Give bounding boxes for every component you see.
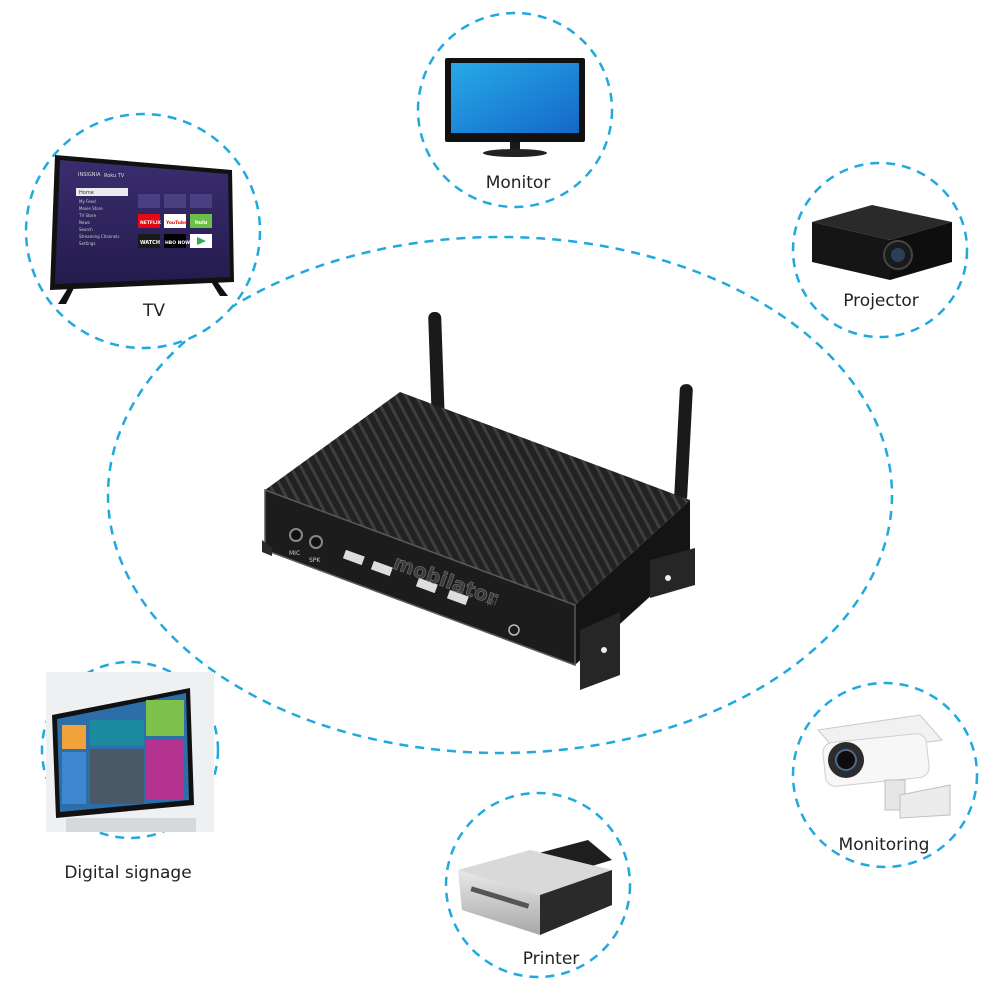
mount-hole <box>601 647 607 653</box>
tv-tile-label: HBO NOW <box>165 240 190 246</box>
tv-tile <box>164 194 186 208</box>
tv-tile-label: YouTube <box>165 220 187 226</box>
tv-tile-hulu <box>190 214 212 228</box>
usb-port[interactable] <box>342 549 365 566</box>
mini-pc: MIC SPK mobilator .pl <box>262 311 695 690</box>
tv-icon: INSIGNIA Roku TV Home My Feed Movie Stor… <box>50 155 234 304</box>
signage-panel-orange <box>62 725 86 749</box>
mic-label: MIC <box>289 550 300 557</box>
signage-floor <box>66 818 196 832</box>
usb-ports <box>342 549 469 606</box>
printer-front <box>458 870 540 935</box>
tv-tile <box>138 194 160 208</box>
monitor-neck <box>510 142 520 150</box>
tv-leg-right <box>210 280 228 296</box>
monitor-icon <box>445 58 585 157</box>
tv-tile-label: WATCH <box>140 240 160 246</box>
projector-icon <box>812 205 952 280</box>
monitor-label: Monitor <box>486 173 551 193</box>
signage-label: Digital signage <box>64 863 191 883</box>
tv-tile-watch <box>138 234 160 248</box>
signage-panel-teal <box>90 720 144 746</box>
tv-menu-item: Streaming Channels <box>79 234 119 239</box>
usb-port[interactable] <box>370 560 393 577</box>
tv-tile-label: NETFLIX <box>140 220 162 226</box>
power-button[interactable] <box>508 624 520 636</box>
tv-tile-youtube <box>164 214 186 228</box>
tv-tile-hbo <box>164 234 186 248</box>
tv-menu-item: My Feed <box>79 199 96 204</box>
tv-menu-item: Movie Store <box>79 206 103 211</box>
usb-port[interactable] <box>415 577 438 594</box>
camera-icon <box>817 714 951 819</box>
projector-label: Projector <box>843 291 919 311</box>
printer-icon <box>458 840 612 935</box>
camera-lens <box>835 749 857 771</box>
printer-top <box>458 850 612 895</box>
mini-pc-brand-suffix: .pl <box>483 594 498 609</box>
monitor-screen <box>451 63 579 133</box>
tv-tile-netflix <box>138 214 160 228</box>
tv-platform: Roku TV <box>104 173 125 179</box>
signage-panel-blue <box>62 752 86 804</box>
central-dashed-ellipse <box>106 235 894 755</box>
printer-side <box>540 870 612 935</box>
antenna-right <box>674 384 693 502</box>
monitoring-label: Monitoring <box>839 835 930 855</box>
tv-menu-highlight <box>76 188 128 196</box>
mount-foot-left <box>262 540 272 556</box>
monitor-base <box>483 149 547 157</box>
antenna-left <box>428 311 445 424</box>
speaker-jack[interactable] <box>309 535 323 549</box>
mount-foot-right <box>580 612 620 690</box>
tv-tile <box>190 194 212 208</box>
tv-menu-item: Search <box>79 227 93 232</box>
projector-front <box>812 222 890 280</box>
mount-foot-side <box>650 548 695 598</box>
tv-menu-item: Home <box>79 190 94 196</box>
tv-brand: INSIGNIA <box>78 172 101 178</box>
signage-panel-gray <box>90 749 144 804</box>
signage-icon <box>46 672 214 832</box>
printer-slot <box>470 886 530 909</box>
case-front <box>264 488 576 667</box>
tv-menu-item: TV Store <box>78 213 97 218</box>
signage-panel-magenta <box>146 739 184 799</box>
camera-mount <box>899 784 951 819</box>
tv-label: TV <box>142 301 165 321</box>
usb-port[interactable] <box>446 589 469 606</box>
projector-lens-glass <box>891 248 905 262</box>
signage-panel-green <box>146 700 184 736</box>
tv-tile-label: hulu <box>195 220 208 226</box>
mount-hole <box>665 575 671 581</box>
tv-menu-item: News <box>79 220 90 225</box>
case-top <box>265 392 690 605</box>
speaker-label: SPK <box>309 557 321 564</box>
play-store-icon <box>197 237 206 245</box>
tv-leg-left <box>58 288 74 304</box>
projector-top <box>812 205 952 240</box>
tv-menu-item: Settings <box>79 241 95 246</box>
mic-jack[interactable] <box>289 528 303 542</box>
printer-label: Printer <box>523 949 580 969</box>
